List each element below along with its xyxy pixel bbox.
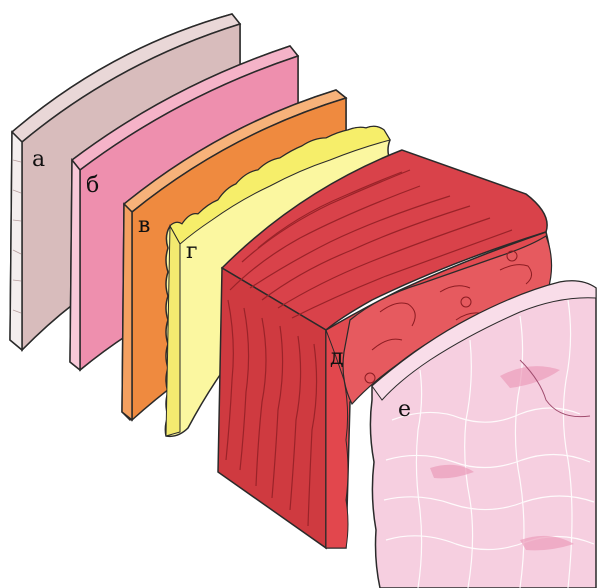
label-a: а: [32, 147, 45, 172]
label-v: в: [138, 213, 150, 238]
label-g: г: [186, 239, 198, 264]
label-d: д: [330, 345, 344, 370]
label-b: б: [86, 173, 99, 198]
label-e: е: [398, 397, 411, 422]
